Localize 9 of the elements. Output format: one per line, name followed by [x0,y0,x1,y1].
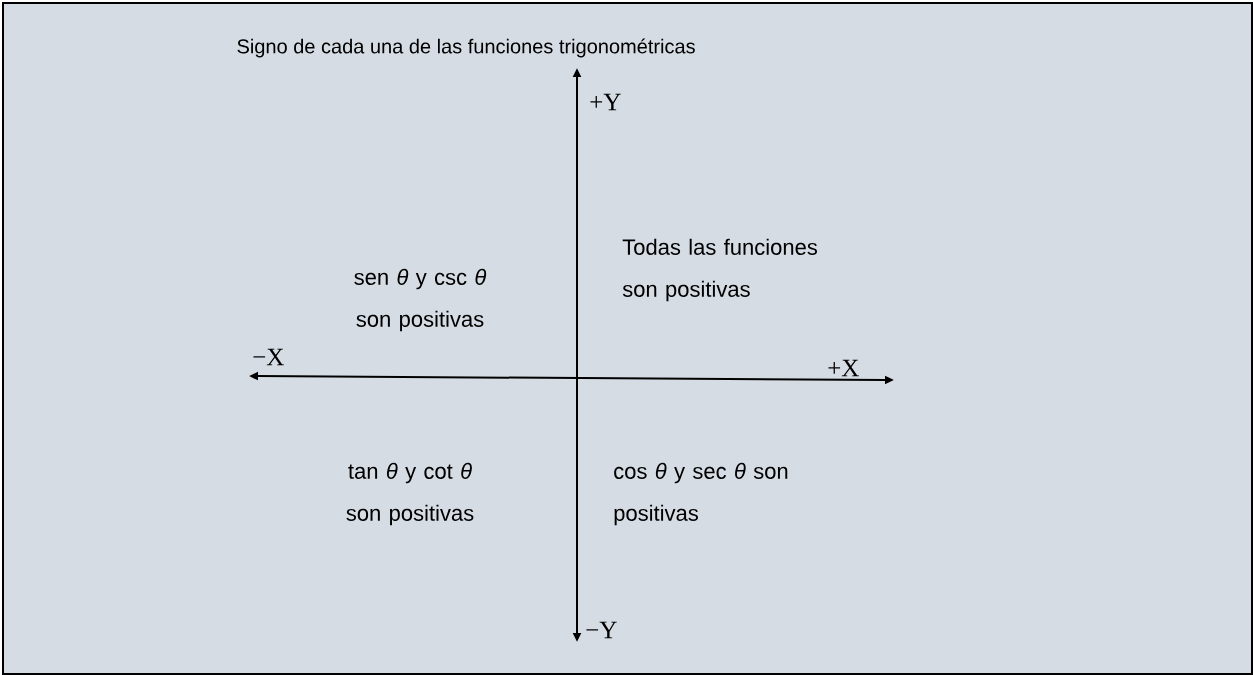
quadrant-label: cos θ y sec θ son positivas [614,462,788,526]
quadrant-label: tan θ y cot θ son positivas [346,462,474,526]
axis-label: +Y [590,93,621,111]
axis-label: −X [253,348,284,366]
quadrant-label: Todas las funciones son positivas [622,238,818,302]
title: Signo de cada una de las funciones trigonométricas [237,38,695,58]
quadrant-label: sen θ y csc θ son positivas [354,268,487,332]
axis-label: −Y [586,621,617,639]
axis-label: +X [828,359,859,377]
